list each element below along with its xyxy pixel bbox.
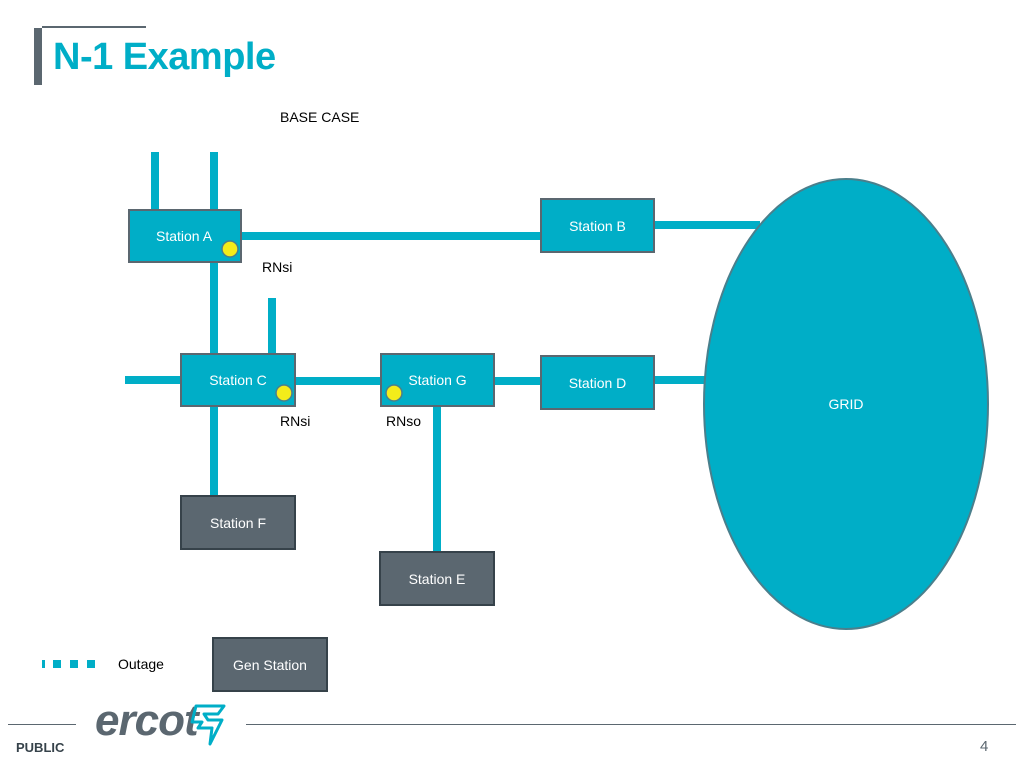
footer-line-left [8, 724, 76, 725]
title-accent-line [42, 26, 146, 28]
station-a-label: Station A [156, 228, 213, 244]
node-label-rnsi-a: RNsi [262, 259, 293, 275]
node-dot-g [385, 384, 403, 402]
station-c: Station C [180, 353, 296, 407]
page-number: 4 [980, 738, 989, 755]
page-title: N-1 Example [53, 36, 276, 78]
station-b: Station B [540, 198, 655, 253]
legend-gen-station-label: Gen Station [233, 656, 307, 673]
node-dot-c [275, 384, 293, 402]
outage-dash-3 [70, 660, 78, 668]
title-accent-bar [34, 28, 42, 85]
node-label-rnso-g: RNso [386, 413, 422, 429]
station-f: Station F [180, 495, 296, 550]
station-e-label: Station E [408, 570, 466, 587]
station-b-label: Station B [569, 217, 626, 234]
outage-dash-4 [87, 660, 95, 668]
footer-line-right [246, 724, 1016, 725]
station-c-label: Station C [209, 372, 267, 388]
node-dot-a [221, 240, 239, 258]
station-f-label: Station F [209, 514, 267, 531]
ercot-logo-text: ercot [95, 696, 199, 745]
station-d-label: Station D [568, 374, 627, 391]
grid-label: GRID [828, 396, 864, 412]
outage-dash-2 [53, 660, 61, 668]
outage-dash-1 [42, 660, 45, 668]
grid-ellipse [703, 178, 989, 630]
legend-gen-station: Gen Station [212, 637, 328, 692]
station-e: Station E [379, 551, 495, 606]
ercot-bolt-icon [190, 704, 226, 746]
diagram-caption: BASE CASE [280, 109, 360, 125]
classification-label: PUBLIC [16, 740, 65, 755]
station-g-label: Station G [408, 372, 467, 388]
station-d: Station D [540, 355, 655, 410]
node-label-rnsi-c: RNsi [280, 413, 311, 429]
legend-outage-label: Outage [118, 656, 164, 672]
